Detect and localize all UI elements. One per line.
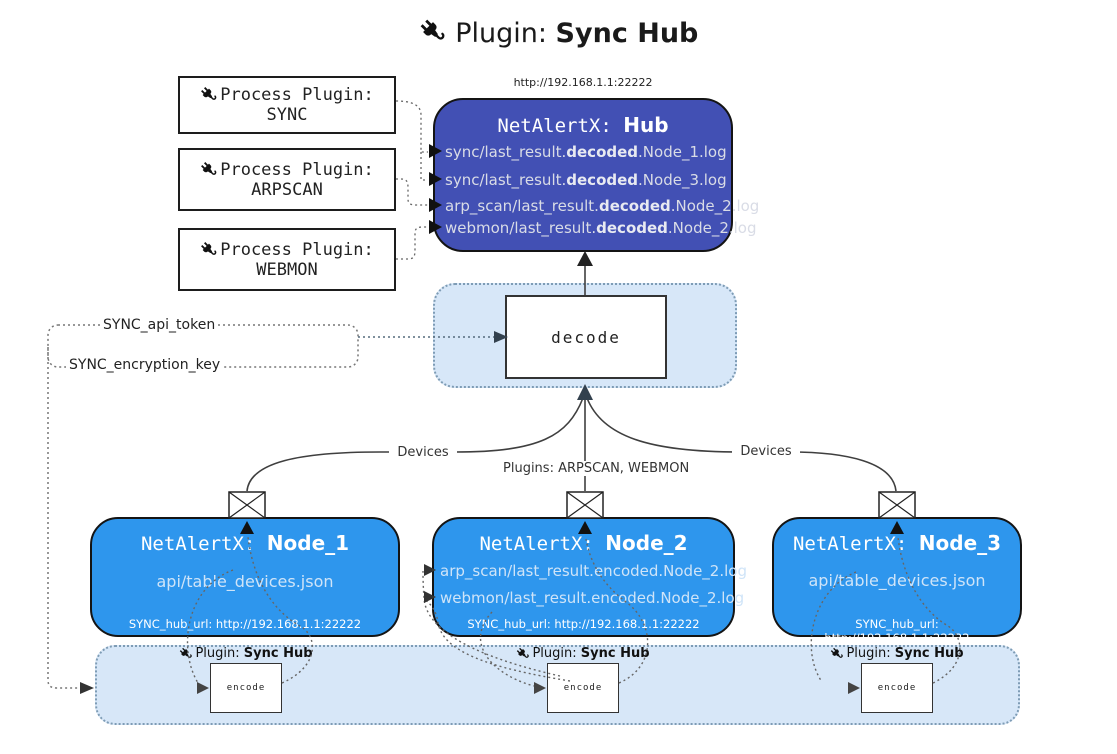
envelope-icon bbox=[228, 491, 266, 519]
edge-sync-plugin-to-hub bbox=[395, 100, 428, 181]
node3-file: api/table_devices.json bbox=[808, 571, 986, 590]
process-plugin-name: WEBMON bbox=[256, 259, 318, 280]
node1-file: api/table_devices.json bbox=[156, 572, 334, 591]
process-plugin-label: Process Plugin: bbox=[220, 85, 374, 105]
plug-icon bbox=[413, 12, 453, 52]
node3-title: NetAlertX: Node_3 bbox=[792, 531, 1002, 555]
sync-encryption-key-label: SYNC_encryption_key bbox=[66, 357, 224, 373]
encode1-box: encode bbox=[210, 663, 282, 713]
envelope-icon bbox=[878, 491, 916, 519]
node2-file: webmon/last_result.encoded.Node_2.log bbox=[440, 589, 745, 607]
hub-title: NetAlertX: Hub bbox=[435, 113, 731, 137]
encode2-box: encode bbox=[547, 663, 619, 713]
process-plugin-label: Process Plugin: bbox=[220, 239, 374, 260]
process-plugin-label: Process Plugin: bbox=[220, 159, 374, 180]
encoder1-label: Plugin: Sync Hub bbox=[166, 646, 326, 661]
page-title-name: Sync Hub bbox=[555, 18, 699, 49]
sync-api-token-label: SYNC_api_token bbox=[100, 317, 219, 333]
page-title: Plugin: Sync Hub bbox=[0, 18, 1117, 49]
edge-label-devices-right: Devices bbox=[732, 444, 800, 459]
node3-hub-url: SYNC_hub_url: http://192.168.1.1:22222 bbox=[824, 617, 970, 645]
plug-icon bbox=[177, 644, 197, 664]
node2-hub-url: SYNC_hub_url: http://192.168.1.1:22222 bbox=[467, 617, 700, 631]
node1-title: NetAlertX: Node_1 bbox=[140, 531, 350, 555]
process-plugin-box-sync: Process Plugin: SYNC bbox=[178, 76, 396, 134]
node2-file: arp_scan/last_result.encoded.Node_2.log bbox=[440, 562, 747, 580]
hub-log-line: webmon/last_result.decoded.Node_2.log bbox=[445, 219, 757, 237]
page-title-prefix: Plugin: bbox=[455, 18, 556, 49]
envelope-icon bbox=[566, 491, 604, 519]
edge-label-devices-left: Devices bbox=[389, 445, 457, 460]
hub-url-label: http://192.168.1.1:22222 bbox=[513, 76, 653, 89]
node3-box: NetAlertX: Node_3 api/table_devices.json… bbox=[772, 517, 1022, 645]
hub-log-line: sync/last_result.decoded.Node_1.log bbox=[445, 143, 727, 161]
encoder2-label: Plugin: Sync Hub bbox=[503, 646, 663, 661]
encoder3-label: Plugin: Sync Hub bbox=[817, 646, 977, 661]
hub-log-line: arp_scan/last_result.decoded.Node_2.log bbox=[445, 197, 760, 215]
process-plugin-box-webmon: Process Plugin: WEBMON bbox=[178, 228, 396, 291]
node2-title: NetAlertX: Node_2 bbox=[479, 531, 688, 555]
hub-title-prefix: NetAlertX: bbox=[497, 115, 624, 137]
plug-icon bbox=[197, 82, 222, 107]
edge-arpscan-plugin-to-hub bbox=[396, 178, 428, 206]
node1-hub-url: SYNC_hub_url: http://192.168.1.1:22222 bbox=[128, 617, 362, 631]
hub-box: NetAlertX: Hub sync/last_result.decoded.… bbox=[433, 98, 760, 252]
decode-box: decode bbox=[505, 295, 667, 379]
node1-box: NetAlertX: Node_1 api/table_devices.json… bbox=[90, 517, 400, 637]
arrowhead-into-encode-panel bbox=[80, 682, 94, 694]
hub-title-name: Hub bbox=[623, 113, 669, 137]
plug-icon bbox=[197, 157, 222, 182]
edge-webmon-plugin-to-hub bbox=[396, 226, 428, 260]
node2-box: NetAlertX: Node_2 arp_scan/last_result.e… bbox=[432, 517, 747, 637]
decode-label: decode bbox=[551, 327, 621, 347]
plug-icon bbox=[197, 237, 222, 262]
process-plugin-box-arpscan: Process Plugin: ARPSCAN bbox=[178, 148, 396, 211]
hub-log-line: sync/last_result.decoded.Node_3.log bbox=[445, 171, 727, 189]
edge-label-plugins-mid: Plugins: ARPSCAN, WEBMON bbox=[500, 461, 689, 476]
plug-icon bbox=[828, 644, 848, 664]
arrowhead-into-hub bbox=[577, 251, 593, 266]
process-plugin-name: SYNC bbox=[266, 105, 308, 125]
plug-icon bbox=[514, 644, 534, 664]
edge-secrets-to-encode-panel bbox=[47, 347, 80, 689]
process-plugin-name: ARPSCAN bbox=[251, 179, 323, 200]
encode3-box: encode bbox=[861, 663, 933, 713]
